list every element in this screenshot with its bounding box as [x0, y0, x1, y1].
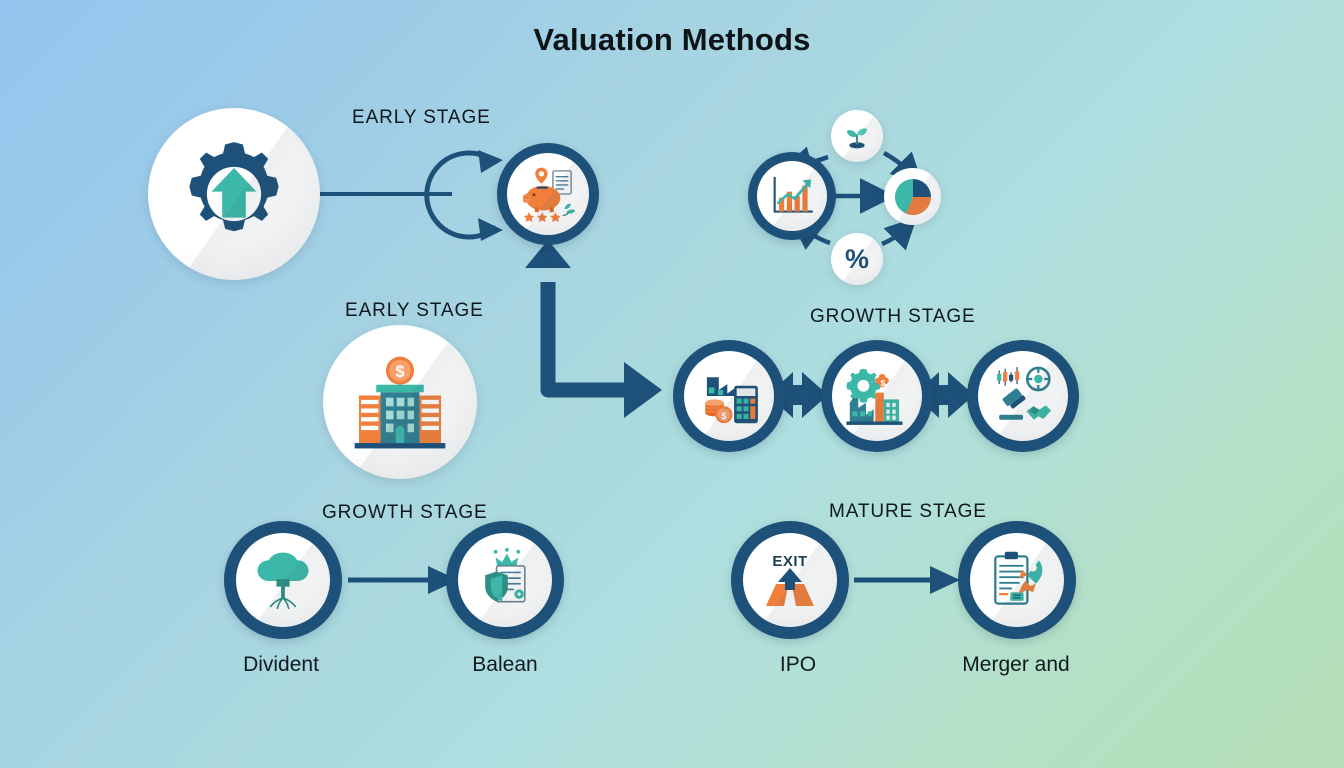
svg-text:$: $: [395, 363, 404, 381]
node-pie-chart[interactable]: [884, 168, 941, 225]
node-shield-crown[interactable]: [446, 521, 564, 639]
svg-text:$: $: [881, 378, 886, 388]
exit-ramp-arrow-icon: EXIT: [743, 533, 837, 627]
node-gear-up-arrow[interactable]: [148, 108, 320, 280]
node-sprout[interactable]: [831, 110, 883, 162]
connector-gear-to-piggy: [320, 150, 503, 241]
node-clipboard-rocket[interactable]: [958, 521, 1076, 639]
node-exit-ramp[interactable]: EXIT: [731, 521, 849, 639]
percent-icon: %: [844, 243, 869, 274]
node-factory-gear[interactable]: $: [821, 340, 933, 452]
node-factory-calculator[interactable]: $: [673, 340, 785, 452]
factory-gear-icon: $: [832, 351, 922, 441]
shield-crown-document-icon: [458, 533, 552, 627]
pie-chart-icon: [884, 168, 941, 225]
node-piggy-bank[interactable]: [497, 143, 599, 245]
stage-label-mature-bottom: MATURE STAGE: [829, 501, 987, 522]
tree-icon: [236, 533, 330, 627]
page-title: Valuation Methods: [533, 22, 811, 57]
node-gavel-handshake[interactable]: [967, 340, 1079, 452]
node-label-balean: Balean: [472, 653, 538, 676]
node-percent[interactable]: %: [831, 233, 883, 285]
piggy-bank-icon: [507, 153, 589, 235]
node-bank-building[interactable]: $: [323, 325, 477, 479]
stage-label-early-mid: EARLY STAGE: [345, 300, 484, 321]
connector-elbow-to-growth: [525, 240, 662, 418]
connector-exit-to-rocket: [854, 566, 960, 594]
node-growth-chart[interactable]: [748, 152, 836, 240]
node-label-divident: Divident: [243, 653, 319, 676]
connector-tree-to-shield: [348, 566, 458, 594]
stage-label-early-top: EARLY STAGE: [352, 107, 491, 128]
node-label-ipo: IPO: [779, 653, 817, 676]
svg-text:EXIT: EXIT: [772, 553, 807, 570]
gavel-handshake-candlestick-icon: [978, 351, 1068, 441]
bar-chart-growth-icon: [757, 161, 827, 231]
gear-up-arrow-icon: [148, 108, 320, 280]
clipboard-rocket-icon: [970, 533, 1064, 627]
node-label-merger: Merger and: [962, 653, 1070, 676]
node-tree[interactable]: [224, 521, 342, 639]
stage-label-growth-mid: GROWTH STAGE: [810, 306, 976, 327]
svg-text:$: $: [721, 411, 727, 421]
sprout-seedling-icon: [831, 110, 883, 162]
bank-building-dollar-icon: $: [323, 325, 477, 479]
stage-label-growth-bottom: GROWTH STAGE: [322, 502, 488, 523]
factory-coins-calculator-icon: $: [684, 351, 774, 441]
